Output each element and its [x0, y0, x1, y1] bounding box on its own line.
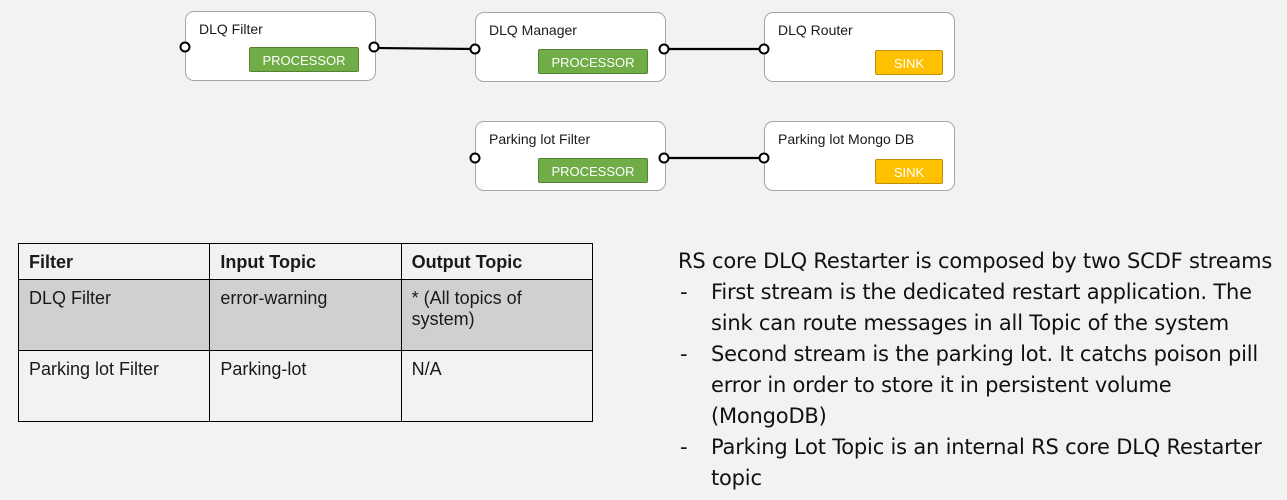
input-port[interactable] — [469, 152, 481, 164]
bullet-dash: - — [680, 435, 688, 459]
node-parking-lot-filter[interactable]: Parking lot Filter PROCESSOR — [475, 121, 666, 191]
table-cell: Parking lot Filter — [17, 350, 211, 422]
input-port[interactable] — [179, 41, 191, 53]
bullet-dash: - — [680, 342, 688, 366]
table-cell: * (All topics of system) — [400, 279, 594, 351]
bullet-text: Second stream is the parking lot. It cat… — [711, 342, 1259, 428]
note-bullet: - Parking Lot Topic is an internal RS co… — [678, 432, 1283, 494]
bullet-text: Parking Lot Topic is an internal RS core… — [711, 435, 1262, 490]
note-bullet: - First stream is the dedicated restart … — [678, 277, 1283, 339]
processor-badge: PROCESSOR — [538, 158, 648, 183]
sink-badge: SINK — [875, 159, 943, 184]
node-dlq-router[interactable]: DLQ Router SINK — [764, 12, 955, 82]
input-port[interactable] — [469, 43, 481, 55]
node-dlq-filter[interactable]: DLQ Filter PROCESSOR — [185, 11, 376, 81]
table-header-row: Filter Input Topic Output Topic — [17, 243, 594, 280]
edge-dlq-filter-to-dlq-manager — [373, 46, 476, 51]
node-dlq-manager[interactable]: DLQ Manager PROCESSOR — [475, 12, 666, 82]
node-title: DLQ Router — [778, 22, 853, 38]
table-cell: Parking-lot — [209, 350, 402, 422]
description-notes: RS core DLQ Restarter is composed by two… — [678, 246, 1283, 494]
node-title: Parking lot Filter — [489, 131, 591, 147]
input-port[interactable] — [758, 152, 770, 164]
table-cell: N/A — [400, 350, 594, 422]
bullet-dash: - — [680, 280, 688, 304]
processor-badge: PROCESSOR — [249, 47, 359, 72]
table-row: DLQ Filter error-warning * (All topics o… — [17, 279, 594, 351]
node-title: DLQ Manager — [489, 22, 577, 38]
column-header: Output Topic — [400, 243, 594, 280]
bullet-text: First stream is the dedicated restart ap… — [711, 280, 1252, 335]
input-port[interactable] — [758, 43, 770, 55]
node-title: DLQ Filter — [199, 21, 263, 37]
node-parking-lot-mongo[interactable]: Parking lot Mongo DB SINK — [764, 121, 955, 191]
table-row: Parking lot Filter Parking-lot N/A — [17, 350, 594, 422]
notes-heading: RS core DLQ Restarter is composed by two… — [678, 249, 1273, 273]
output-port[interactable] — [368, 41, 380, 53]
processor-badge: PROCESSOR — [538, 49, 648, 74]
note-bullet: - Second stream is the parking lot. It c… — [678, 339, 1283, 432]
node-title: Parking lot Mongo DB — [778, 131, 915, 147]
column-header: Input Topic — [209, 243, 402, 280]
sink-badge: SINK — [875, 50, 943, 75]
column-header: Filter — [17, 243, 211, 280]
output-port[interactable] — [658, 152, 670, 164]
output-port[interactable] — [658, 43, 670, 55]
table-cell: DLQ Filter — [17, 279, 211, 351]
table-cell: error-warning — [209, 279, 402, 351]
topic-table: Filter Input Topic Output Topic DLQ Filt… — [17, 243, 594, 422]
